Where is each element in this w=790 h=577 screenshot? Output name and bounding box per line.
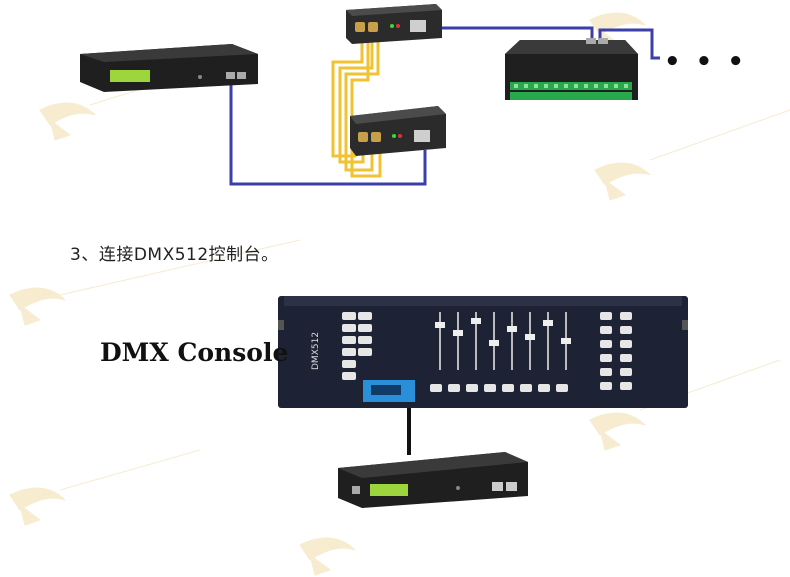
- lcd-screen: [110, 70, 150, 82]
- ethernet-cable-right: [428, 28, 592, 40]
- dmx-console-label: DMX Console: [100, 338, 288, 367]
- terminal-block: [510, 82, 632, 90]
- fiber-converter-top: [346, 4, 442, 44]
- more-devices-ellipsis: • • •: [664, 49, 747, 75]
- dmx-console: DMX512: [278, 296, 688, 408]
- led-controller-left: [80, 44, 258, 92]
- led-controller-right: [505, 38, 638, 100]
- fiber-converter-bottom: [350, 106, 446, 156]
- led-controller-bottom: [338, 452, 528, 508]
- console-side-text: DMX512: [311, 332, 321, 370]
- step-instruction: 3、连接DMX512控制台。: [70, 240, 279, 265]
